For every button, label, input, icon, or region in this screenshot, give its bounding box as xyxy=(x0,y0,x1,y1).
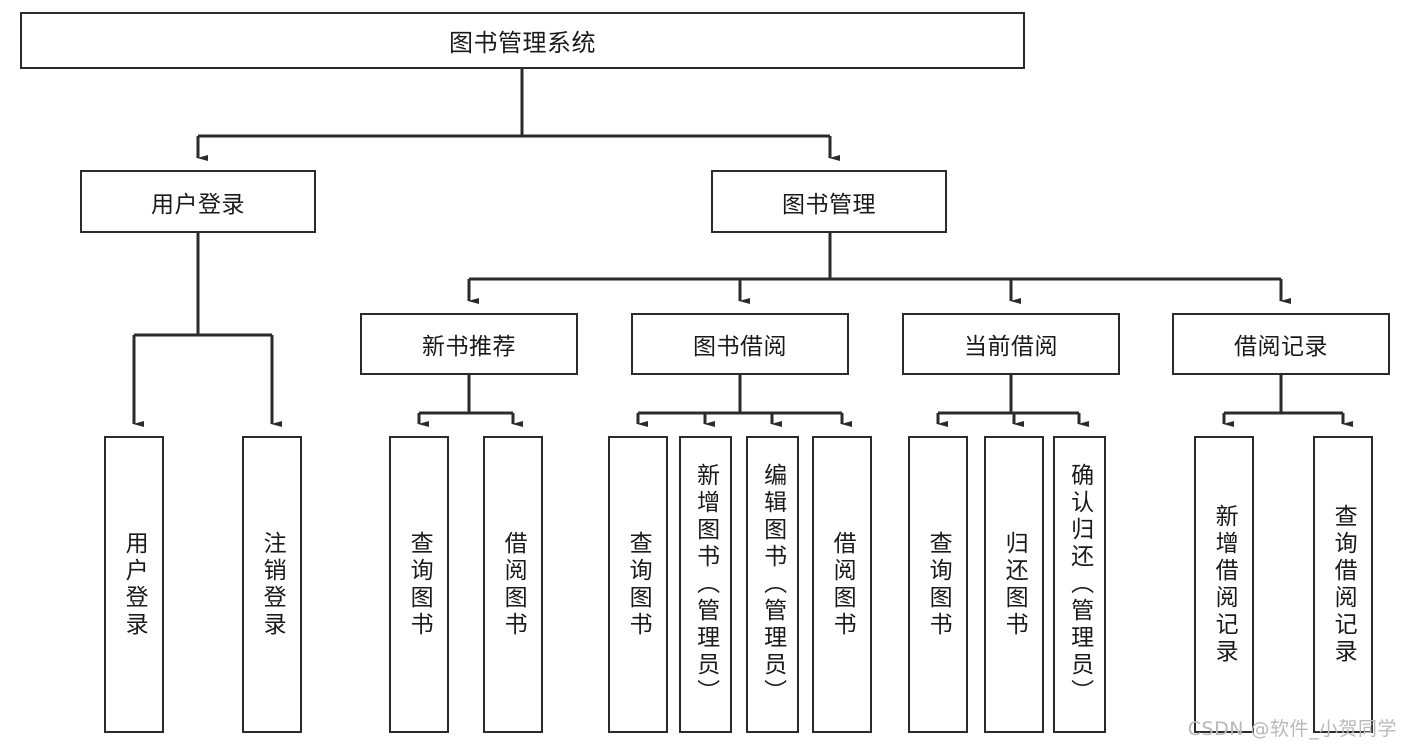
node-label: 新书推荐 xyxy=(422,334,516,360)
node-leaf-borrow-book-rec[interactable]: 借阅图书 xyxy=(483,436,543,733)
node-leaf-query-book-rec[interactable]: 查询图书 xyxy=(389,436,449,733)
node-user-login[interactable]: 用户登录 xyxy=(80,170,316,233)
node-label: 查询图书 xyxy=(925,530,952,639)
node-label: 用户登录 xyxy=(121,530,148,639)
node-leaf-query-record[interactable]: 查询借阅记录 xyxy=(1313,436,1373,733)
node-label: 新增图书（管理员） xyxy=(692,463,719,706)
node-label: 图书管理 xyxy=(782,191,876,218)
node-leaf-edit-book[interactable]: 编辑图书（管理员） xyxy=(746,436,799,733)
node-label: 注销登录 xyxy=(259,530,286,639)
node-leaf-add-book[interactable]: 新增图书（管理员） xyxy=(679,436,732,733)
node-leaf-user-login[interactable]: 用户登录 xyxy=(104,436,164,733)
node-label: 图书管理系统 xyxy=(449,29,596,57)
node-current-borrow[interactable]: 当前借阅 xyxy=(902,313,1120,375)
node-label: 借阅记录 xyxy=(1234,334,1328,360)
node-leaf-query-book[interactable]: 查询图书 xyxy=(608,436,668,733)
node-leaf-confirm-return[interactable]: 确认归还（管理员） xyxy=(1053,436,1106,733)
node-label: 借阅图书 xyxy=(829,530,856,639)
node-label: 用户登录 xyxy=(151,191,245,218)
node-leaf-user-logout[interactable]: 注销登录 xyxy=(242,436,302,733)
node-label: 查询图书 xyxy=(625,530,652,639)
node-book-borrow[interactable]: 图书借阅 xyxy=(631,313,849,375)
node-leaf-query-book-cur[interactable]: 查询图书 xyxy=(908,436,968,733)
node-new-book-rec[interactable]: 新书推荐 xyxy=(360,313,578,375)
node-leaf-return-book[interactable]: 归还图书 xyxy=(984,436,1044,733)
node-label: 编辑图书（管理员） xyxy=(759,463,786,706)
node-leaf-add-record[interactable]: 新增借阅记录 xyxy=(1194,436,1254,733)
node-borrow-record[interactable]: 借阅记录 xyxy=(1172,313,1390,375)
node-label: 查询借阅记录 xyxy=(1330,503,1357,666)
node-root-system[interactable]: 图书管理系统 xyxy=(20,12,1025,69)
node-label: 查询图书 xyxy=(406,530,433,639)
node-label: 确认归还（管理员） xyxy=(1066,463,1093,706)
node-book-manage[interactable]: 图书管理 xyxy=(711,170,947,233)
node-label: 归还图书 xyxy=(1001,530,1028,639)
node-label: 借阅图书 xyxy=(500,530,527,639)
node-leaf-borrow-book[interactable]: 借阅图书 xyxy=(812,436,872,733)
node-label: 当前借阅 xyxy=(964,334,1058,360)
watermark-text: CSDN @软件_小贺同学 xyxy=(1187,718,1397,740)
node-label: 图书借阅 xyxy=(693,334,787,360)
node-label: 新增借阅记录 xyxy=(1211,503,1238,666)
